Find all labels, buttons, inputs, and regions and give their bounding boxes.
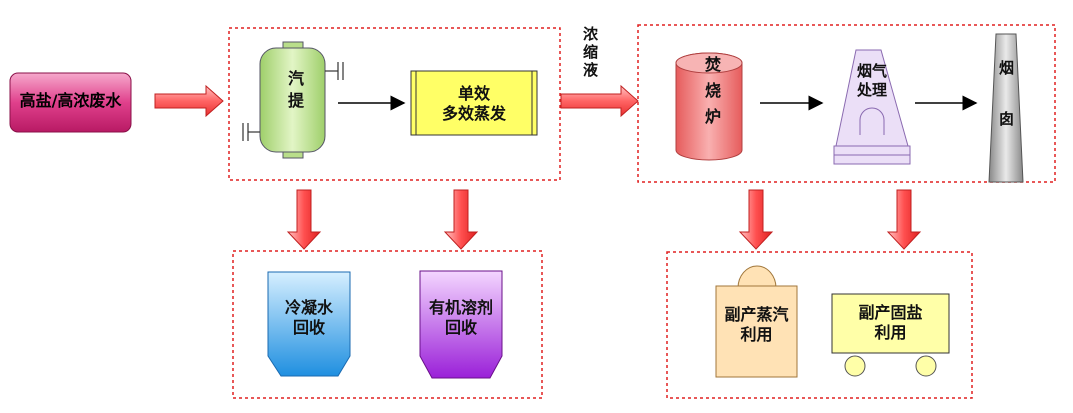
salt-line-2: 利用 bbox=[874, 323, 907, 342]
steam-drum bbox=[715, 265, 798, 378]
incinerator-label: 焚烧炉 bbox=[702, 56, 721, 134]
feed-arrow bbox=[154, 84, 224, 118]
evaporator-line-1: 单效 bbox=[457, 84, 490, 103]
down-arrow-salt bbox=[886, 189, 922, 250]
pretreatment-group-box bbox=[228, 27, 561, 181]
solvent-line-1: 有机溶剂 bbox=[428, 298, 493, 317]
chimney bbox=[988, 33, 1024, 183]
stripper-label: 汽提 bbox=[285, 70, 304, 114]
concentrate-label: 浓缩液 bbox=[581, 26, 599, 80]
down-arrow-solvent bbox=[443, 189, 479, 250]
stripper-column bbox=[242, 41, 344, 159]
flue-gas-label: 烟气 处理 bbox=[842, 62, 902, 100]
steam-line-2: 利用 bbox=[740, 325, 773, 344]
solvent-tank bbox=[419, 270, 503, 379]
condensate-tank bbox=[267, 271, 351, 377]
down-arrow-condensate bbox=[286, 189, 322, 250]
incineration-group-box bbox=[637, 24, 1056, 183]
condensate-label: 冷凝水 回收 bbox=[268, 298, 350, 338]
condensate-line-1: 冷凝水 bbox=[284, 298, 333, 317]
flue-gas-treatment bbox=[833, 49, 911, 165]
salt-line-1: 副产固盐 bbox=[858, 303, 923, 322]
down-arrow-steam bbox=[738, 189, 774, 250]
salt-label: 副产固盐 利用 bbox=[832, 303, 949, 343]
evaporator-line-2: 多效蒸发 bbox=[441, 104, 506, 123]
condensate-line-2: 回收 bbox=[292, 318, 325, 337]
steam-line-1: 副产蒸汽 bbox=[724, 305, 789, 324]
evaporator-label: 单效 多效蒸发 bbox=[411, 84, 537, 124]
flue-gas-line-2: 处理 bbox=[856, 80, 887, 99]
concentrate-arrow bbox=[560, 84, 639, 118]
flue-gas-line-1: 烟气 bbox=[856, 62, 887, 80]
steam-label: 副产蒸汽 利用 bbox=[716, 305, 797, 345]
source-label: 高盐/高浓废水 bbox=[19, 91, 122, 110]
solvent-label: 有机溶剂 回收 bbox=[418, 298, 504, 338]
evaporator-box bbox=[410, 70, 538, 136]
chimney-label: 烟囱 bbox=[997, 60, 1015, 162]
incinerator bbox=[675, 52, 743, 161]
solvent-line-2: 回收 bbox=[444, 318, 477, 337]
byproduct-group-box bbox=[666, 251, 973, 399]
salt-cart bbox=[831, 293, 950, 377]
source-wastewater-box bbox=[9, 72, 132, 133]
